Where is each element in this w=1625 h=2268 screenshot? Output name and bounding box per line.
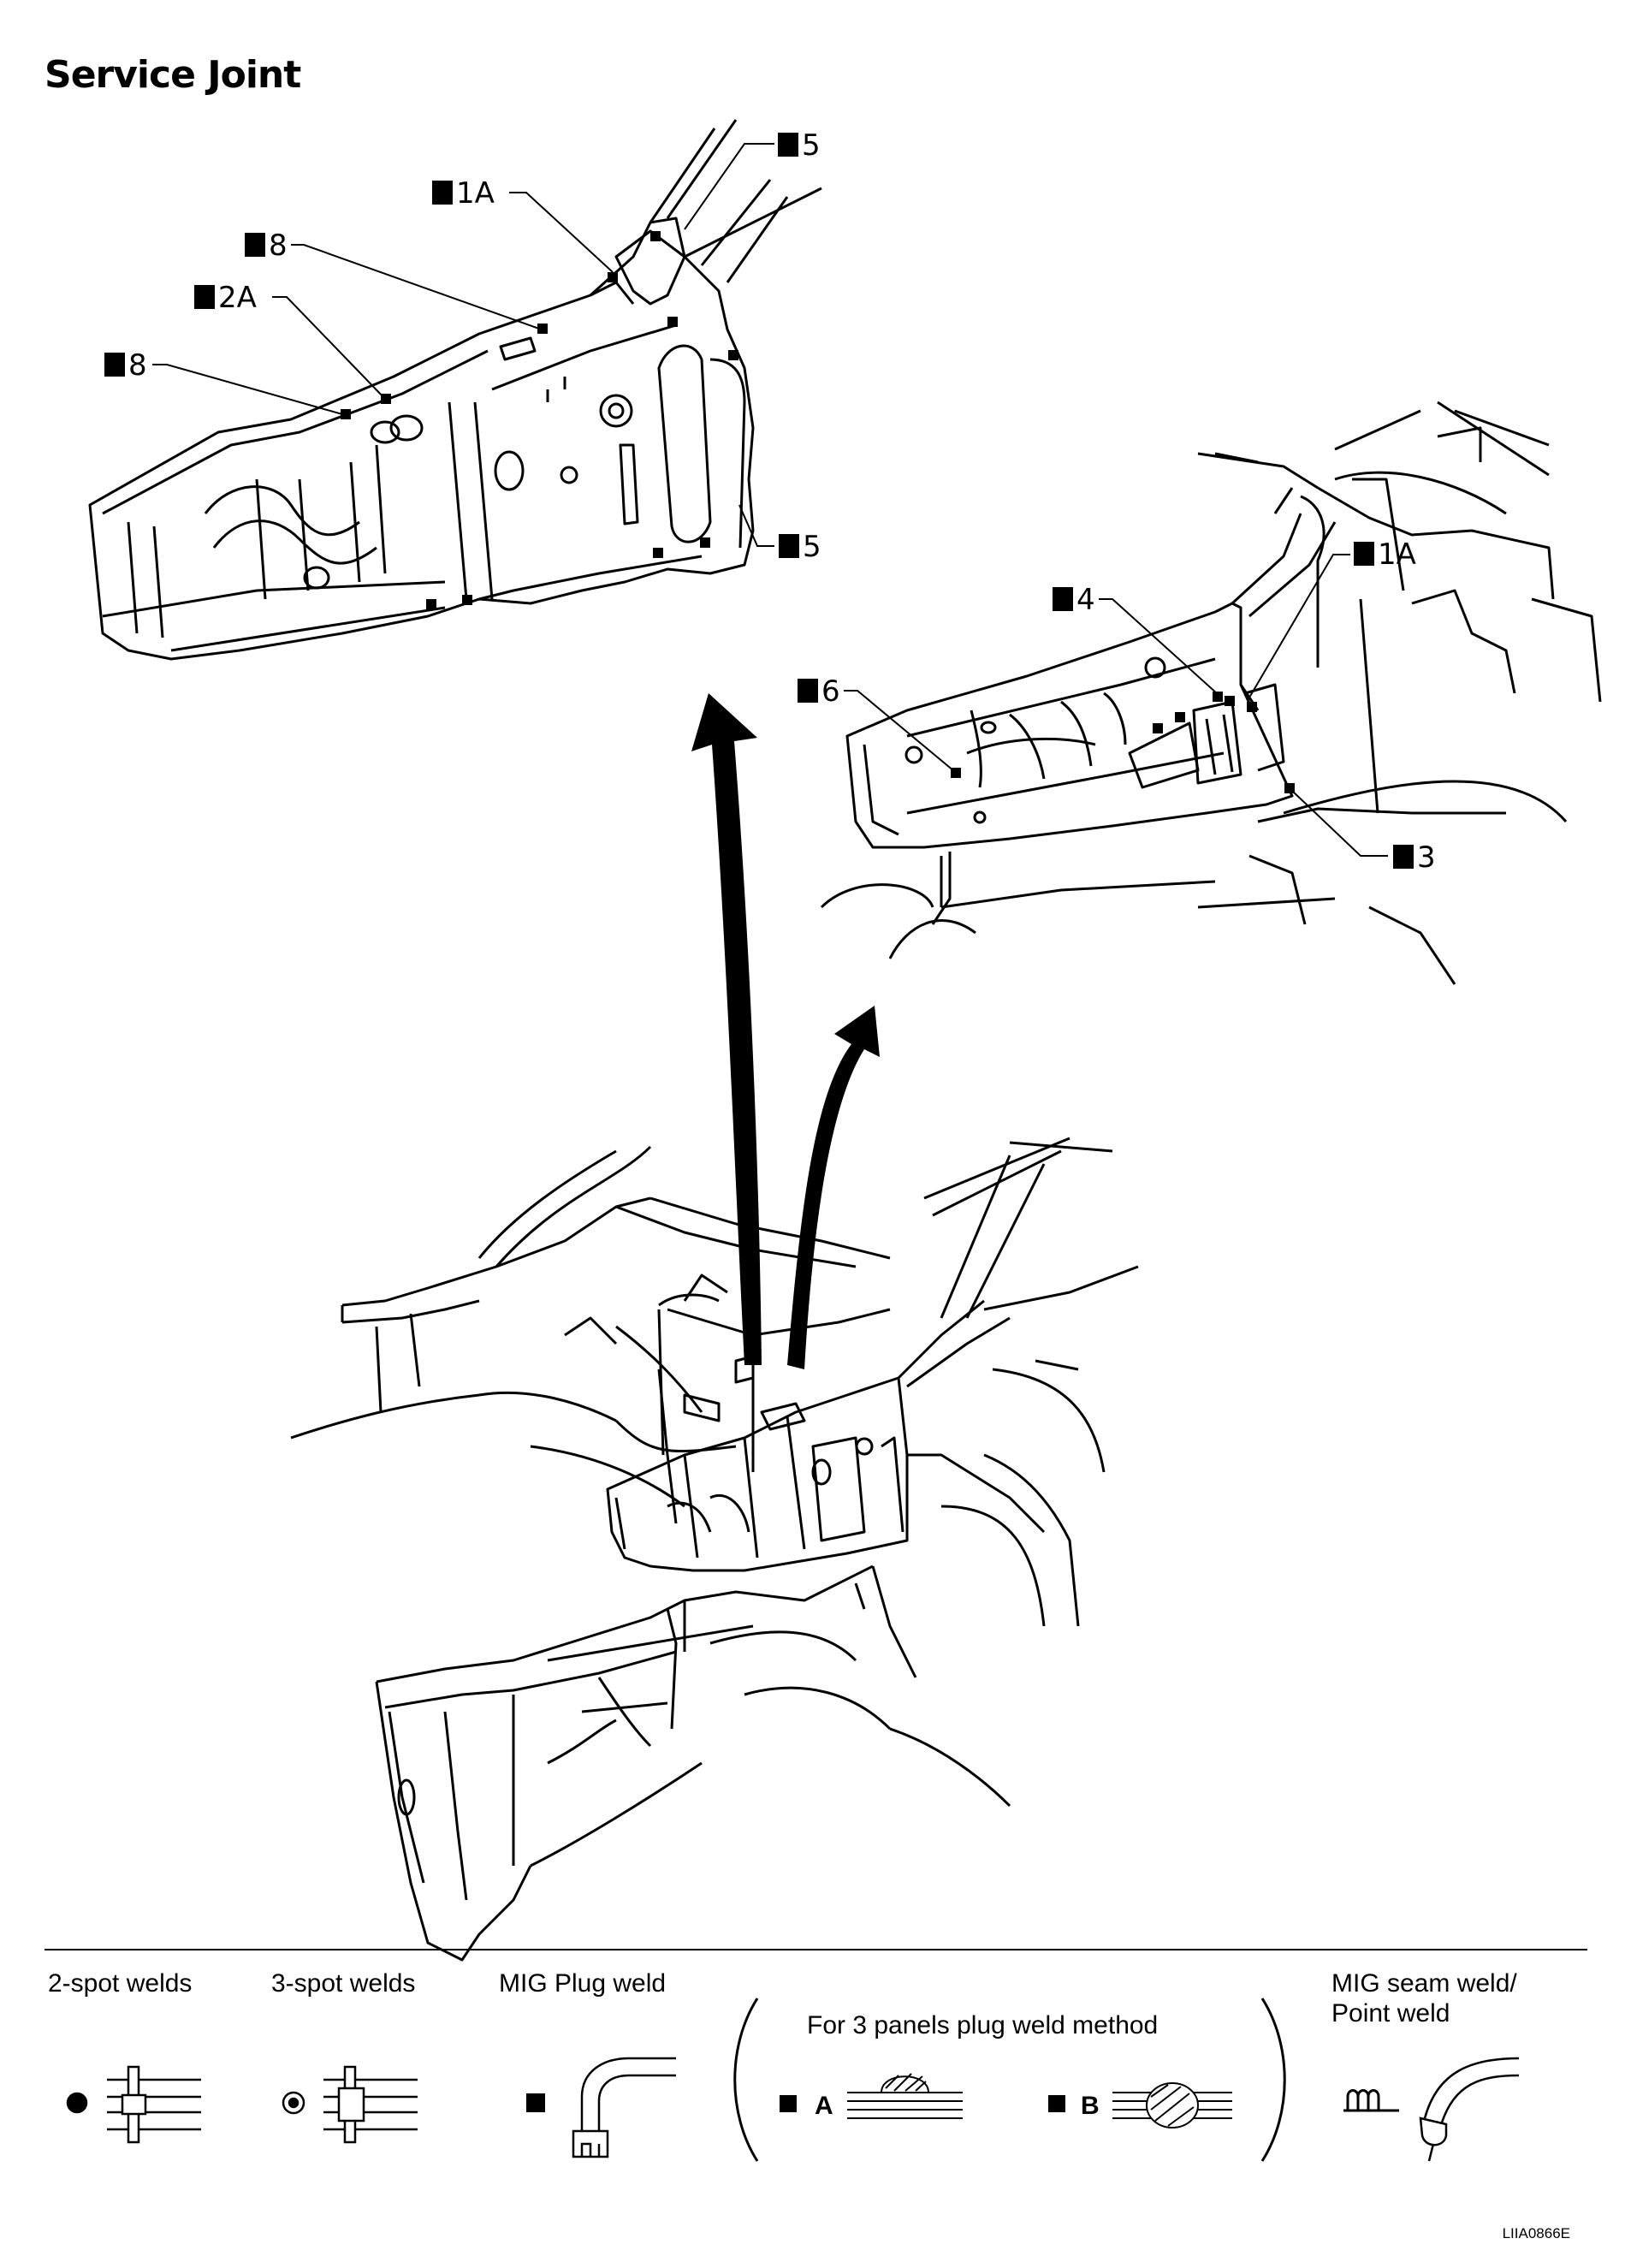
arrow-icon <box>787 1006 880 1369</box>
legend-three-panels-label: For 3 panels plug weld method <box>807 2011 1158 2039</box>
legend-three-spot-label: 3-spot welds <box>271 1969 415 1998</box>
svg-text:8: 8 <box>269 229 288 263</box>
callout-5-top: 5 <box>684 128 821 230</box>
plug-weld-square-icon <box>1048 2095 1065 2112</box>
method-a-label: A <box>815 2092 833 2120</box>
plug-weld-square-icon <box>780 2095 797 2112</box>
svg-text:5: 5 <box>802 128 821 163</box>
svg-text:2A: 2A <box>218 281 257 315</box>
arrows <box>691 693 880 1369</box>
left-callouts: 5 1A 8 2A 8 5 <box>104 128 821 564</box>
plug-weld-layers-a-icon <box>847 2073 963 2119</box>
svg-text:4: 4 <box>1076 583 1095 617</box>
svg-text:6: 6 <box>821 674 840 709</box>
bracket-left <box>733 1998 759 2162</box>
legend-two-spot-label: 2-spot welds <box>48 1969 192 1998</box>
arrow-icon <box>691 693 762 1365</box>
callout-8-lower: 8 <box>104 348 343 415</box>
callout-5-lower: 5 <box>738 504 821 564</box>
svg-text:5: 5 <box>803 530 821 564</box>
callout-2a: 2A <box>194 281 386 400</box>
method-b-label: B <box>1081 2092 1100 2120</box>
spot-weld-ring-icon <box>282 2065 418 2144</box>
right-weld-markers <box>951 692 1295 793</box>
figure-code: LIIA0866E <box>1502 2225 1570 2241</box>
svg-text:8: 8 <box>128 348 147 383</box>
callout-4: 4 <box>1053 583 1219 695</box>
seam-weld-icon <box>1343 2089 1399 2112</box>
page-title: Service Joint <box>44 53 301 97</box>
right-callouts: 1A 4 6 3 <box>798 537 1436 875</box>
legend-seam-label-2: Point weld <box>1331 1999 1450 2028</box>
callout-1a-right: 1A <box>1248 537 1416 698</box>
bracket-right <box>1260 1998 1286 2162</box>
svg-text:3: 3 <box>1417 840 1436 875</box>
plug-weld-square-icon <box>526 2093 545 2112</box>
left-side-member-drawing <box>88 119 822 661</box>
spot-weld-dot-icon <box>66 2065 201 2144</box>
callout-6: 6 <box>798 674 955 772</box>
callout-1a-top: 1A <box>432 176 614 273</box>
left-weld-markers <box>341 231 738 609</box>
callout-8-upper: 8 <box>245 229 540 330</box>
legend: 2-spot welds 3-spot welds MIG Plug weld … <box>48 1969 1520 2162</box>
svg-text:1A: 1A <box>456 176 495 211</box>
vehicle-body-drawing <box>290 1137 1139 1962</box>
plug-weld-layers-b-icon <box>1112 2082 1232 2128</box>
svg-text:1A: 1A <box>1378 537 1416 572</box>
plug-nozzle-icon <box>572 2057 676 2158</box>
legend-seam-label-1: MIG seam weld/ <box>1331 1969 1517 1998</box>
right-side-member-drawing <box>820 401 1602 985</box>
callout-3: 3 <box>1291 790 1436 875</box>
welding-torch-icon <box>1419 2057 1520 2162</box>
legend-mig-plug-label: MIG Plug weld <box>499 1969 666 1998</box>
